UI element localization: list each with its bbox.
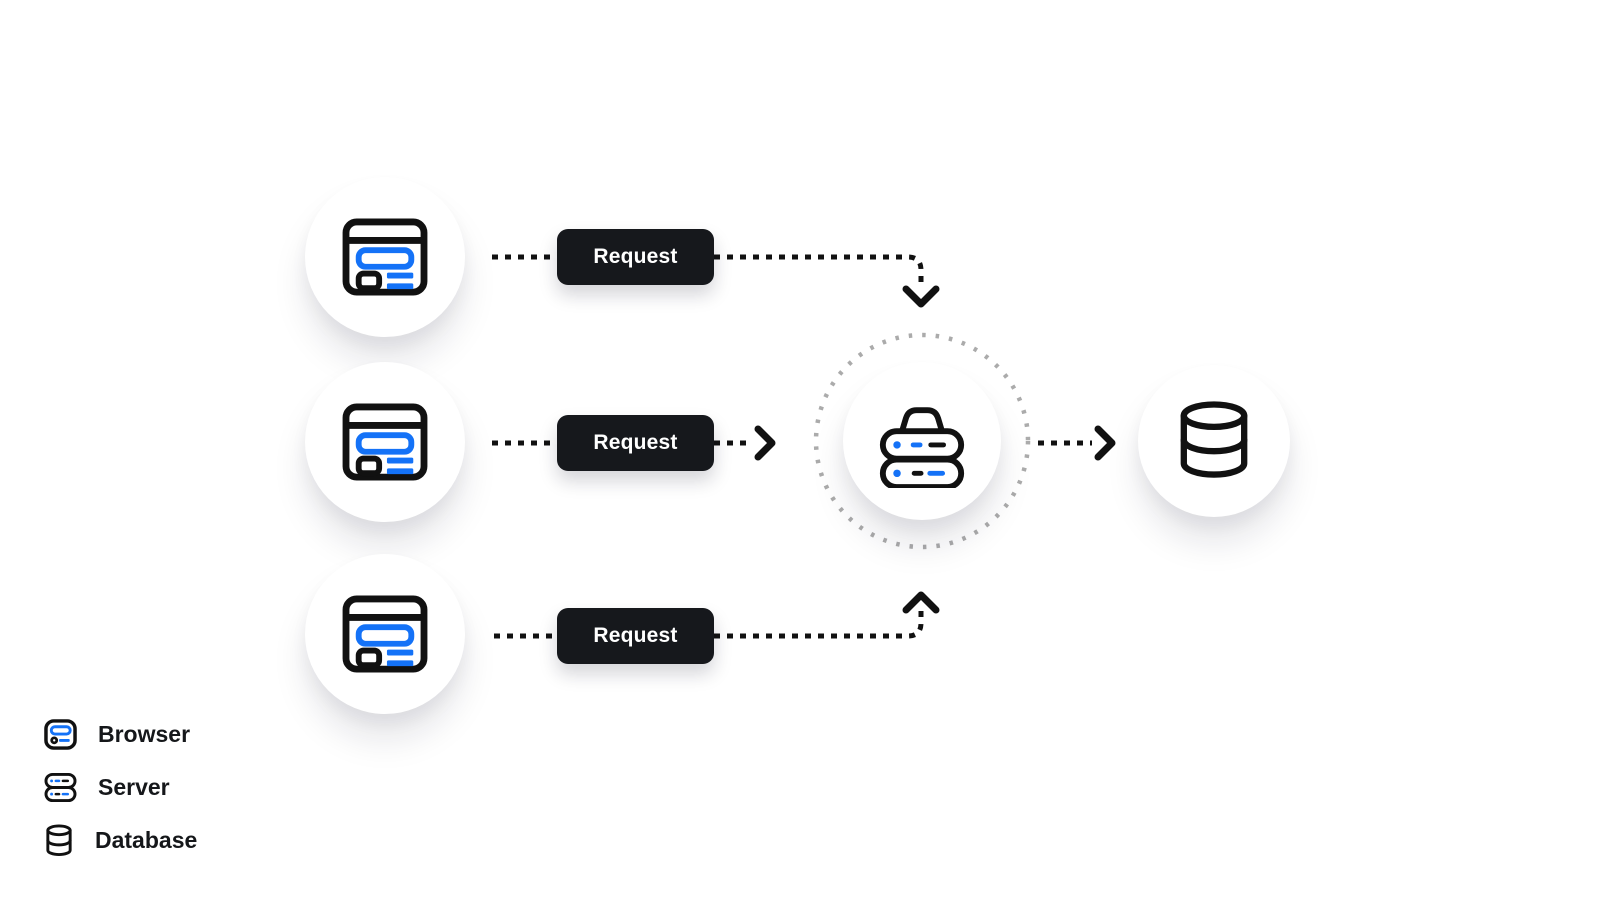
legend-label: Database <box>95 827 198 853</box>
legend: Browser Server Database <box>44 718 197 856</box>
request-button-3[interactable]: Request <box>557 608 714 664</box>
arrow-request2-to-server <box>714 425 776 461</box>
arrow-request1-to-server <box>714 254 940 308</box>
legend-label: Browser <box>98 721 191 747</box>
server-icon <box>44 772 77 802</box>
arrow-request3-to-server <box>714 591 940 639</box>
browser-node-2 <box>305 362 465 522</box>
legend-item-browser: Browser <box>44 718 197 750</box>
legend-item-server: Server <box>44 771 197 803</box>
arrowhead-up-icon <box>902 591 940 614</box>
browser-icon <box>342 218 428 296</box>
server-dashed-ring <box>813 332 1031 550</box>
server-node <box>843 362 1001 520</box>
database-node <box>1138 365 1290 517</box>
browser-icon <box>44 718 77 750</box>
legend-item-database: Database <box>44 823 198 856</box>
browser-icon <box>342 403 428 481</box>
database-icon <box>1180 401 1248 478</box>
legend-label: Server <box>98 774 170 800</box>
arrowhead-down-icon <box>902 285 940 308</box>
arrow-server-to-database <box>1038 425 1116 461</box>
database-icon <box>46 823 72 856</box>
server-icon <box>879 407 965 488</box>
browser-node-1 <box>305 177 465 337</box>
request-button-2[interactable]: Request <box>557 415 714 471</box>
browser-node-3 <box>305 554 465 714</box>
arrowhead-right-icon <box>754 425 776 461</box>
arrowhead-right-icon <box>1094 425 1116 461</box>
request-button-1[interactable]: Request <box>557 229 714 285</box>
browser-icon <box>342 595 428 673</box>
